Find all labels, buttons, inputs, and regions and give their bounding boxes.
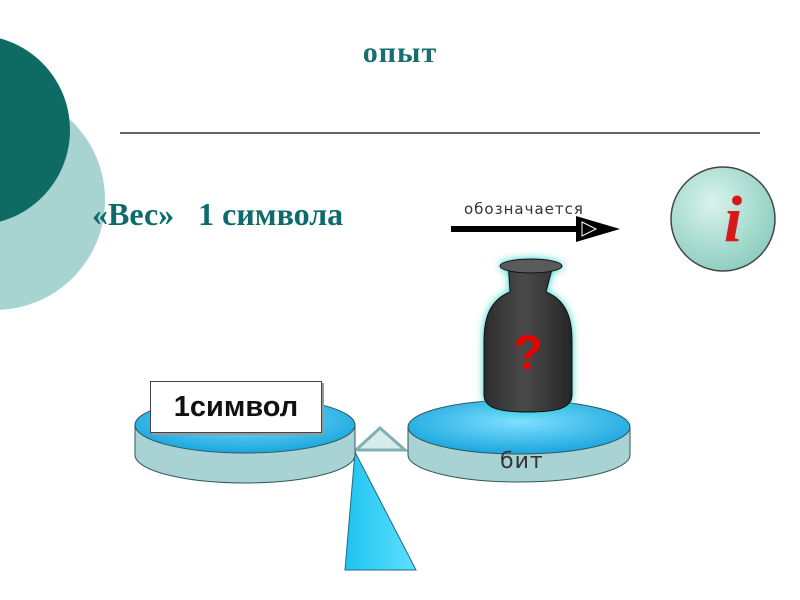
slide-title: опыт — [362, 36, 438, 69]
arrow-caption: обозначается — [464, 200, 584, 218]
heading-text: «Вес» 1 символа — [92, 196, 344, 232]
right-pan — [407, 399, 631, 483]
right-pan-label: бит — [500, 449, 544, 474]
weight-question-label: ? — [513, 327, 543, 380]
left-pan-label: 1символ — [150, 381, 322, 433]
scale-pivot — [352, 425, 409, 452]
arrow-right-icon — [451, 216, 620, 242]
info-icon: i — [723, 183, 743, 256]
info-icon-circle — [670, 166, 776, 272]
scale-stand — [344, 450, 417, 571]
weight-icon — [483, 258, 573, 413]
decorative-circles — [0, 38, 105, 310]
